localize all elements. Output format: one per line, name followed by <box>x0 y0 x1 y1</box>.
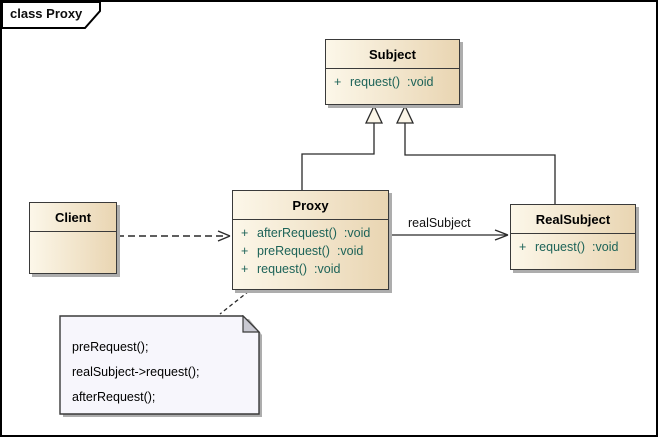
compartment-divider <box>233 219 388 220</box>
class-proxy[interactable]: Proxy + afterRequest() :void + preReques… <box>232 190 389 290</box>
member-name: request() <box>257 262 308 276</box>
class-realsubject[interactable]: RealSubject + request() :void <box>510 204 636 270</box>
visibility: + <box>519 240 527 254</box>
note-pseudocode[interactable]: preRequest(); realSubject->request(); af… <box>59 315 263 418</box>
empty-compartment <box>30 232 116 242</box>
dependency-client-proxy[interactable] <box>117 230 231 242</box>
member-name: afterRequest() <box>257 226 337 240</box>
class-name: Proxy <box>292 198 329 213</box>
visibility: + <box>241 244 249 258</box>
note-line: afterRequest(); <box>72 390 156 404</box>
triangle-arrowhead <box>395 104 415 124</box>
member-row: + afterRequest() :void <box>241 226 382 240</box>
generalization-proxy-subject[interactable] <box>301 104 384 190</box>
compartment-divider <box>30 231 116 232</box>
member-type: :void <box>592 240 619 254</box>
open-arrowhead <box>494 229 509 241</box>
class-subject[interactable]: Subject + request() :void <box>325 39 460 105</box>
triangle-arrowhead <box>364 104 384 124</box>
visibility: + <box>241 226 249 240</box>
member-row: + request() :void <box>519 240 629 254</box>
note-anchor-line[interactable] <box>219 290 250 315</box>
association-proxy-realsubject[interactable] <box>390 229 509 241</box>
visibility: + <box>241 262 249 276</box>
class-client[interactable]: Client <box>29 202 117 274</box>
note-shape <box>59 315 262 417</box>
member-row: + request() :void <box>334 75 453 89</box>
generalization-realsubject-subject[interactable] <box>395 104 556 204</box>
compartment-divider <box>326 68 459 69</box>
class-name: RealSubject <box>535 212 611 227</box>
note-fold-corner <box>242 315 261 333</box>
member-name: preRequest() <box>257 244 330 258</box>
note-line: preRequest(); <box>72 340 149 354</box>
member-name: request() <box>350 75 401 89</box>
member-type: :void <box>314 262 341 276</box>
member-row: + preRequest() :void <box>241 244 382 258</box>
class-name: Subject <box>369 47 416 62</box>
title-tab-shape <box>2 2 101 29</box>
note-line: realSubject->request(); <box>72 365 200 379</box>
member-row: + request() :void <box>241 262 382 276</box>
member-type: :void <box>343 226 371 240</box>
open-arrowhead <box>217 230 231 242</box>
member-type: :void <box>407 75 434 89</box>
visibility: + <box>334 75 342 89</box>
member-type: :void <box>336 244 364 258</box>
compartment-divider <box>511 233 635 234</box>
association-role-label: realSubject <box>408 216 471 230</box>
member-name: request() <box>535 240 586 254</box>
diagram-title-tab: class Proxy <box>2 2 102 29</box>
class-name: Client <box>54 210 92 225</box>
diagram-title: class Proxy <box>10 6 83 21</box>
